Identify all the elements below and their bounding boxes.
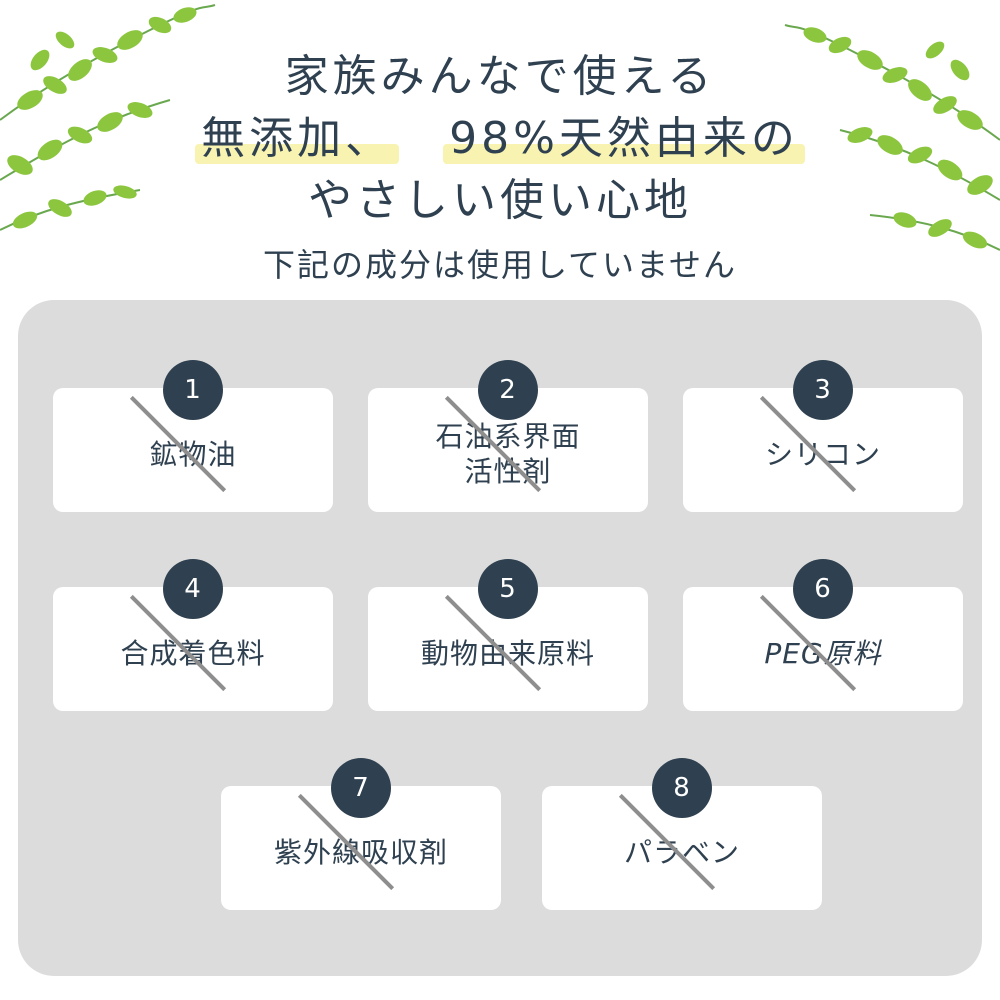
ingredient-label: 紫外線吸収剤 [273, 835, 448, 869]
ingredient-label: 合成着色料 [120, 636, 266, 670]
ingredient-label: 動物由来原料 [420, 636, 595, 670]
headline-highlight-additive-free: 無添加、 [195, 102, 400, 166]
headline-line-1: 家族みんなで使える [284, 51, 716, 102]
ingredient-label: 石油系界面 活性剤 [435, 419, 580, 489]
ingredient-label: シリコン [764, 437, 881, 471]
headline-line-2: 無添加、 98%天然由来の [0, 102, 1000, 166]
ingredient-card-5: 5 動物由来原料 [368, 559, 648, 711]
number-badge: 6 [793, 559, 853, 619]
number-badge: 7 [331, 758, 391, 818]
ingredient-card-2: 2 石油系界面 活性剤 [368, 360, 648, 512]
number-badge: 5 [478, 559, 538, 619]
number-badge: 2 [478, 360, 538, 420]
number-badge: 3 [793, 360, 853, 420]
ingredient-card-8: 8 パラベン [542, 758, 822, 910]
headline-line-3: やさしい使い心地 [308, 175, 692, 226]
number-badge: 8 [652, 758, 712, 818]
ingredient-label-line-1: 石油系界面 [435, 420, 581, 453]
leaf-vine-left-icon [0, 4, 216, 231]
subtitle: 下記の成分は使用していません [262, 246, 738, 284]
ingredient-label: 鉱物油 [149, 437, 237, 471]
ingredient-card-1: 1 鉱物油 [53, 360, 333, 512]
number-badge: 4 [163, 559, 223, 619]
ingredient-card-6: 6 PEG原料 [683, 559, 963, 711]
leaf-vine-right-icon [784, 24, 1000, 251]
ingredient-card-4: 4 合成着色料 [53, 559, 333, 711]
headline-highlight-natural-origin: 98%天然由来の [443, 102, 805, 166]
ingredient-card-7: 7 紫外線吸収剤 [221, 758, 501, 910]
ingredient-label: パラベン [623, 835, 740, 869]
ingredient-label: PEG原料 [764, 636, 882, 670]
number-badge: 1 [163, 360, 223, 420]
ingredients-panel: 1 鉱物油 2 石油系界面 活性剤 3 シリコン 4 合成着色料 5 動物由来原… [18, 300, 982, 976]
ingredient-card-3: 3 シリコン [683, 360, 963, 512]
